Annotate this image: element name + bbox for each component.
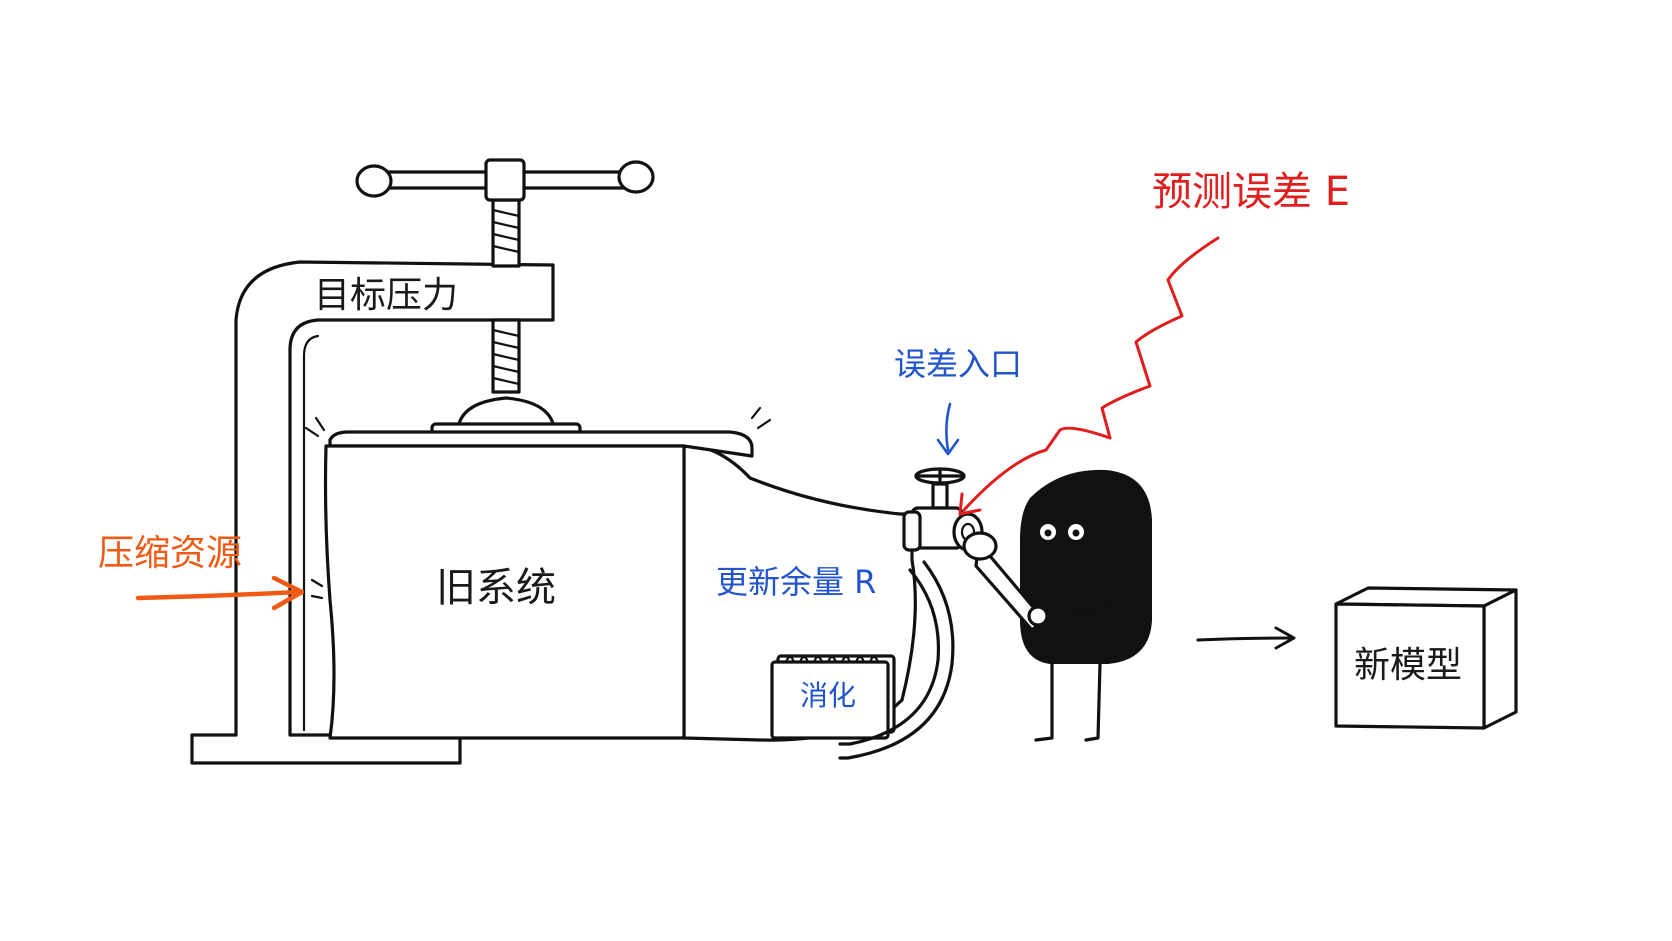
compression-arrow	[135, 575, 305, 611]
new-model-label: 新模型	[1354, 645, 1463, 686]
clamp-handle-icon	[355, 158, 655, 202]
notepad-icon	[770, 654, 896, 740]
compression-resource-label: 压缩资源	[98, 533, 243, 574]
box-lid	[328, 430, 754, 458]
new-model-cube	[1334, 586, 1518, 730]
character-body	[1020, 469, 1152, 664]
valve-icon	[902, 467, 984, 552]
output-arrow	[1196, 626, 1296, 650]
update-margin-label: 更新余量 R	[716, 563, 877, 601]
prediction-error-bolt	[958, 236, 1220, 516]
clamp-inner-line	[302, 334, 320, 732]
error-inlet-label: 误差入口	[894, 345, 1023, 383]
hose	[838, 560, 955, 760]
screw-icon	[491, 198, 521, 394]
digest-label: 消化	[800, 679, 857, 712]
old-system-label: 旧系统	[436, 565, 556, 611]
pressure-pad	[456, 396, 556, 430]
target-pressure-label: 目标压力	[314, 275, 459, 316]
wrench-icon	[962, 531, 1049, 632]
box-front	[323, 444, 686, 740]
prediction-error-label: 预测误差 E	[1152, 169, 1350, 215]
error-inlet-arrow	[936, 402, 960, 456]
clamp-frame	[190, 260, 555, 765]
character	[962, 469, 1152, 742]
